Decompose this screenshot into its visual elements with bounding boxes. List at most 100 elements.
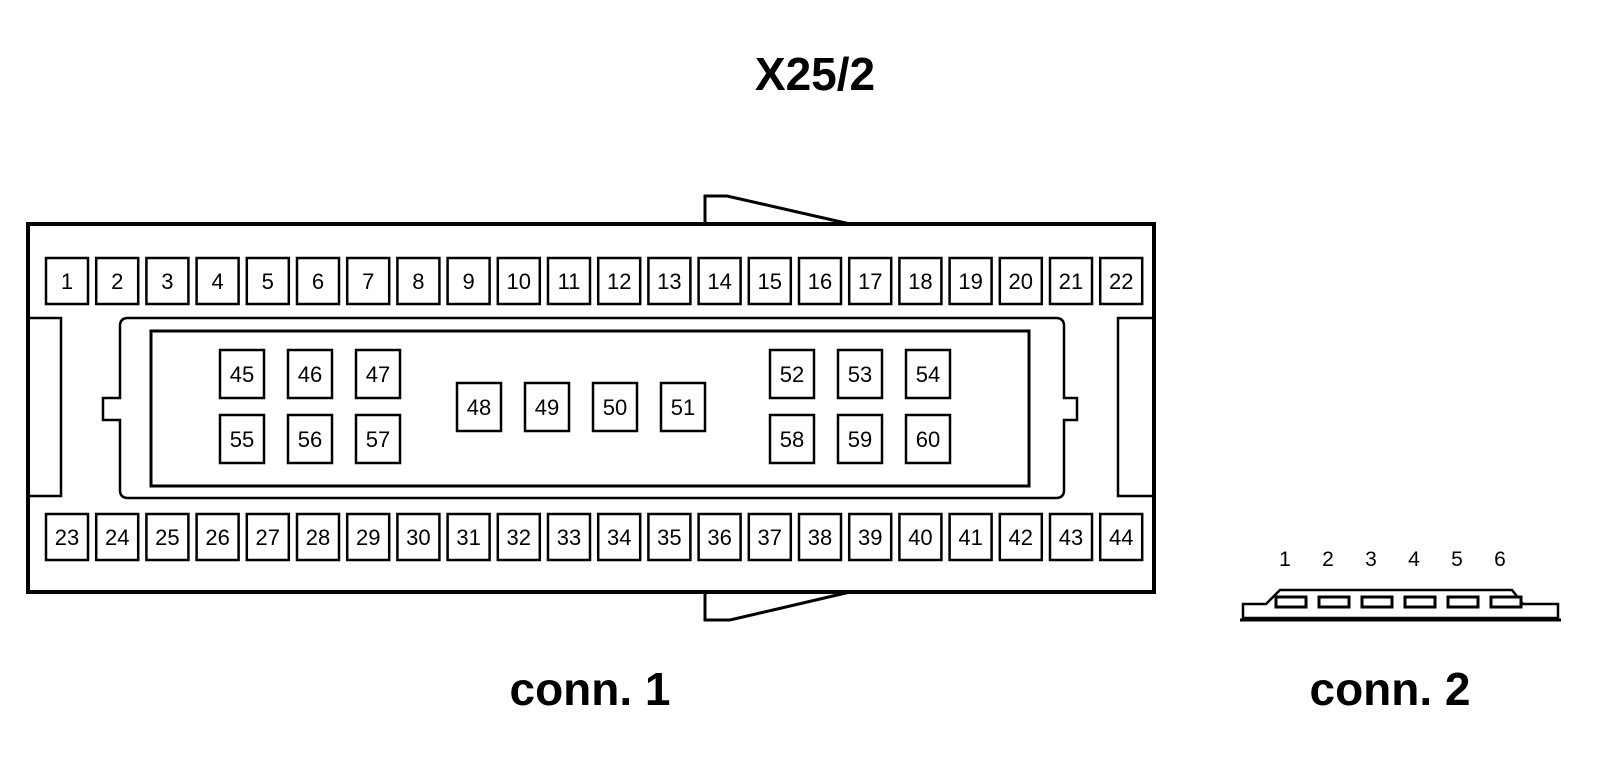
pin-label: 23 bbox=[55, 525, 79, 550]
pin-label: 59 bbox=[848, 427, 872, 452]
pin-box bbox=[286, 413, 334, 465]
pin-24: 24 bbox=[94, 512, 140, 562]
pin-label: 48 bbox=[467, 395, 491, 420]
conn2-pin-slot bbox=[1317, 595, 1351, 609]
pin-box bbox=[747, 512, 793, 562]
pin-label: 34 bbox=[607, 525, 631, 550]
pin-51: 51 bbox=[659, 381, 707, 433]
pin-box bbox=[546, 512, 592, 562]
pin-label: 6 bbox=[312, 269, 324, 294]
pin-23: 23 bbox=[44, 512, 90, 562]
pin-box bbox=[904, 348, 952, 400]
pin-box bbox=[446, 512, 491, 562]
pin-label: 10 bbox=[507, 269, 531, 294]
pin-label: 58 bbox=[780, 427, 804, 452]
pin-label: 46 bbox=[298, 362, 322, 387]
right-side-slot bbox=[1116, 316, 1156, 498]
pin-box bbox=[998, 512, 1044, 562]
pin-box bbox=[345, 512, 391, 562]
pin-label: 15 bbox=[758, 269, 782, 294]
pin-box bbox=[768, 348, 816, 400]
pin-box bbox=[245, 512, 291, 562]
pin-31: 31 bbox=[446, 512, 491, 562]
pin-label: 7 bbox=[362, 269, 374, 294]
pin-15: 15 bbox=[747, 256, 793, 306]
connector-2-label: conn. 2 bbox=[1309, 663, 1470, 715]
pin-label: 19 bbox=[958, 269, 982, 294]
pin-41: 41 bbox=[948, 512, 993, 562]
pin-26: 26 bbox=[195, 512, 240, 562]
pin-2: 2 bbox=[94, 256, 140, 306]
conn2-pin-slot bbox=[1446, 595, 1480, 609]
pin-45: 45 bbox=[218, 348, 266, 400]
pin-box bbox=[446, 256, 491, 306]
pin-box bbox=[847, 512, 893, 562]
pin-box bbox=[904, 413, 952, 465]
pin-label: 29 bbox=[356, 525, 380, 550]
pin-5: 5 bbox=[245, 256, 291, 306]
pin-box bbox=[354, 413, 402, 465]
pin-39: 39 bbox=[847, 512, 893, 562]
pin-box bbox=[354, 348, 402, 400]
pin-label: 18 bbox=[908, 269, 932, 294]
pin-label: 3 bbox=[161, 269, 173, 294]
left-side-slot bbox=[26, 316, 63, 498]
conn2-pin-slot bbox=[1489, 595, 1523, 609]
pin-label: 14 bbox=[707, 269, 731, 294]
pin-label: 39 bbox=[858, 525, 882, 550]
pin-33: 33 bbox=[546, 512, 592, 562]
pin-box bbox=[245, 256, 291, 306]
conn2-pin-label: 1 bbox=[1279, 548, 1291, 571]
pin-11: 11 bbox=[546, 256, 592, 306]
pin-box bbox=[797, 512, 843, 562]
pin-47: 47 bbox=[354, 348, 402, 400]
pin-4: 4 bbox=[195, 256, 240, 306]
pin-label: 54 bbox=[916, 362, 940, 387]
pin-box bbox=[898, 512, 943, 562]
inner-cavity bbox=[149, 329, 1031, 488]
pin-1: 1 bbox=[44, 256, 90, 306]
conn2-pin-label: 2 bbox=[1322, 548, 1334, 571]
conn2-pin-label: 4 bbox=[1408, 548, 1420, 571]
bottom-latch bbox=[703, 590, 851, 622]
pin-box bbox=[847, 256, 893, 306]
pin-54: 54 bbox=[904, 348, 952, 400]
pin-label: 26 bbox=[205, 525, 229, 550]
pin-label: 20 bbox=[1009, 269, 1033, 294]
pin-box bbox=[797, 256, 843, 306]
pin-3: 3 bbox=[145, 256, 190, 306]
pin-box bbox=[747, 256, 793, 306]
conn2-pin-3: 3 bbox=[1360, 548, 1394, 609]
pin-box bbox=[591, 381, 639, 433]
pin-label: 9 bbox=[462, 269, 474, 294]
pin-25: 25 bbox=[145, 512, 190, 562]
pin-16: 16 bbox=[797, 256, 843, 306]
pin-27: 27 bbox=[245, 512, 291, 562]
pin-label: 33 bbox=[557, 525, 581, 550]
pin-label: 25 bbox=[155, 525, 179, 550]
pin-label: 30 bbox=[406, 525, 430, 550]
pin-7: 7 bbox=[345, 256, 391, 306]
pin-box bbox=[94, 512, 140, 562]
pin-44: 44 bbox=[1098, 512, 1144, 562]
pin-label: 52 bbox=[780, 362, 804, 387]
pin-label: 43 bbox=[1059, 525, 1083, 550]
pin-label: 22 bbox=[1109, 269, 1133, 294]
pin-box bbox=[1098, 512, 1144, 562]
pin-label: 27 bbox=[256, 525, 280, 550]
pin-53: 53 bbox=[836, 348, 884, 400]
pin-label: 44 bbox=[1109, 525, 1133, 550]
pin-box bbox=[145, 256, 190, 306]
pin-9: 9 bbox=[446, 256, 491, 306]
pin-box bbox=[768, 413, 816, 465]
pin-29: 29 bbox=[345, 512, 391, 562]
pin-box bbox=[496, 256, 542, 306]
pin-box bbox=[195, 256, 240, 306]
conn2-pin-label: 5 bbox=[1451, 548, 1463, 571]
pin-30: 30 bbox=[396, 512, 441, 562]
pin-18: 18 bbox=[898, 256, 943, 306]
pin-label: 12 bbox=[607, 269, 631, 294]
